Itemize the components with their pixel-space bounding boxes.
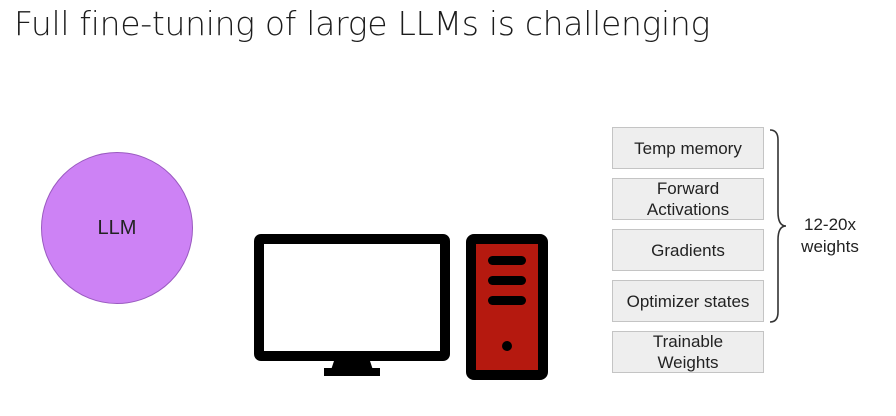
optimizer-states-box: Optimizer states [612, 280, 764, 322]
temp-memory-box: Temp memory [612, 127, 764, 169]
page-title: Full fine-tuning of large LLMs is challe… [14, 4, 711, 43]
brace-label: 12-20x weights [801, 215, 859, 256]
forward-activations-box: Forward Activations [612, 178, 764, 220]
computer-tower-icon [466, 234, 548, 380]
curly-brace-icon [769, 129, 787, 323]
gradients-box: Gradients [612, 229, 764, 271]
llm-label: LLM [97, 216, 137, 239]
trainable-weights-box: Trainable Weights [612, 331, 764, 373]
llm-circle: LLM [41, 152, 193, 304]
monitor-icon [254, 234, 450, 376]
